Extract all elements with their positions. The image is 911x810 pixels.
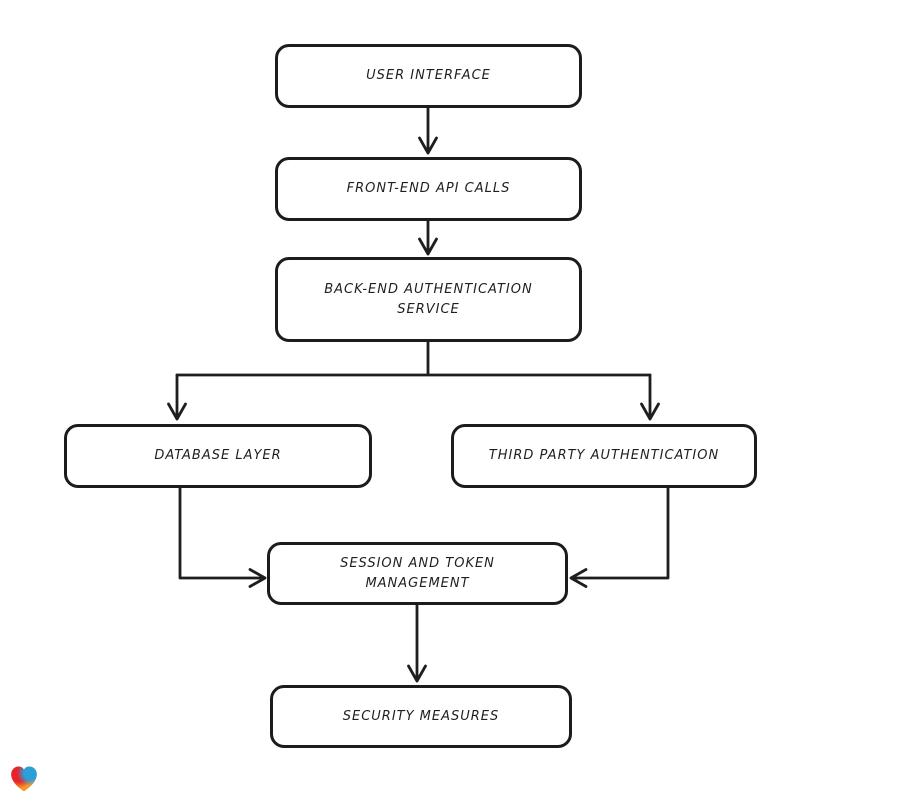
edge-backend-to-thirdparty bbox=[640, 373, 660, 421]
node-third-party-authentication[interactable]: THIRD PARTY AUTHENTICATION bbox=[451, 424, 757, 488]
edge-frontend-to-backend bbox=[418, 219, 438, 256]
edge-thirdparty-to-session bbox=[569, 486, 670, 588]
node-user-interface[interactable]: USER INTERFACE bbox=[275, 44, 582, 108]
node-back-end-authentication-service[interactable]: BACK-END AUTHENTICATION SERVICE bbox=[275, 257, 582, 342]
edge-backend-split bbox=[175, 340, 652, 377]
node-label: FRONT-END API CALLS bbox=[346, 181, 511, 196]
heart-icon bbox=[8, 762, 40, 796]
node-session-and-token-management[interactable]: SESSION AND TOKEN MANAGEMENT bbox=[267, 542, 568, 605]
node-label: SESSION AND TOKEN MANAGEMENT bbox=[340, 555, 495, 591]
node-front-end-api-calls[interactable]: FRONT-END API CALLS bbox=[275, 157, 582, 221]
node-security-measures[interactable]: SECURITY MEASURES bbox=[270, 685, 572, 748]
edge-ui-to-frontend bbox=[418, 106, 438, 155]
edge-database-to-session bbox=[178, 486, 267, 588]
node-label: BACK-END AUTHENTICATION SERVICE bbox=[324, 281, 533, 317]
node-label: SECURITY MEASURES bbox=[342, 708, 500, 724]
node-label: USER INTERFACE bbox=[366, 68, 491, 83]
edge-backend-to-database bbox=[167, 373, 187, 421]
edge-session-to-security bbox=[407, 603, 427, 683]
node-label: THIRD PARTY AUTHENTICATION bbox=[488, 448, 720, 463]
node-database-layer[interactable]: DATABASE LAYER bbox=[64, 424, 372, 488]
node-label: DATABASE LAYER bbox=[154, 448, 282, 463]
